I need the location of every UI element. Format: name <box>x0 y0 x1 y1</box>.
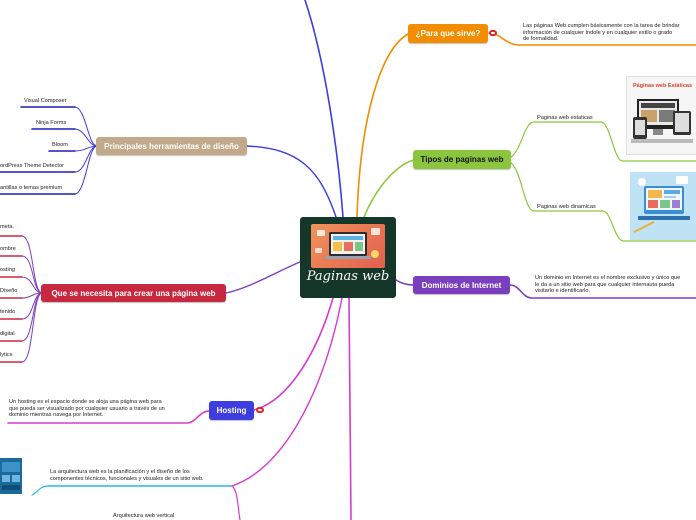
item-visual-composer[interactable]: Visual Composer <box>24 98 67 104</box>
topic-para-que-sirve[interactable]: ¿Para que sirve? <box>408 24 488 43</box>
item-analytics[interactable]: lytics <box>0 352 13 358</box>
topic-necesita-label: Que se necesita para crear una página we… <box>51 288 216 298</box>
topic-para-que-sirve-label: ¿Para que sirve? <box>415 29 481 38</box>
connector-bottom-topic <box>348 297 352 520</box>
topic-hosting[interactable]: Hosting <box>209 401 254 420</box>
topic-tipos-label: Tipos de paginas web <box>420 155 504 164</box>
item-ninja-forms[interactable]: Ninja Forms <box>36 120 67 126</box>
collapse-toggle-icon[interactable] <box>489 30 497 36</box>
central-topic[interactable]: Paginas web <box>300 217 396 298</box>
static-pages-thumbnail-caption: Páginas web Estáticas <box>633 83 692 89</box>
item-bloom[interactable]: Bloom <box>52 142 68 148</box>
item-nombre[interactable]: ombre <box>0 246 16 252</box>
item-arquitectura-vertical[interactable]: Arquitectura web vertical <box>113 513 175 519</box>
item-plantillas-premium[interactable]: antillas o temas premium <box>0 185 63 191</box>
connector-dominios <box>395 279 415 286</box>
item-contenido[interactable]: tenido <box>0 309 16 315</box>
connector-herramientas <box>245 145 337 218</box>
topic-dominios-internet[interactable]: Dominios de Internet <box>413 276 510 294</box>
topic-herramientas-label: Principales herramientas de diseño <box>104 141 239 151</box>
connector-hosting <box>253 297 334 411</box>
topic-dominios-label: Dominios de Internet <box>421 280 502 290</box>
architecture-thumbnail <box>0 458 22 494</box>
item-hosting[interactable]: osting <box>0 267 15 273</box>
para-que-description: Las páginas Web cumplen básicamente con … <box>523 23 680 43</box>
hosting-description: Un hosting es el espacio donde se aloja … <box>9 399 165 419</box>
web-design-laptop-icon <box>311 224 385 268</box>
connector-para-que <box>356 33 409 218</box>
dynamic-pages-thumbnail <box>630 172 696 240</box>
dominios-description: Un dominio en Internet es el nombre excl… <box>535 275 681 295</box>
item-theme-detector[interactable]: ordPress Theme Detector <box>0 163 64 169</box>
subtopic-paginas-dinamicas[interactable]: Paginas web dinamicas <box>537 204 596 210</box>
arquitectura-description: La arquitectura web es la planificación … <box>50 469 204 482</box>
topic-hosting-label: Hosting <box>216 406 247 415</box>
subtopic-paginas-estaticas[interactable]: Paginas web estaticas <box>537 115 593 121</box>
connector-top-topic <box>304 0 344 218</box>
item-meta[interactable]: meta. <box>0 224 14 230</box>
connector-necesita <box>225 261 301 294</box>
topic-herramientas-diseno[interactable]: Principales herramientas de diseño <box>96 137 247 155</box>
connector-tipos <box>363 159 415 218</box>
collapse-toggle-icon[interactable] <box>256 407 264 413</box>
topic-tipos-paginas-web[interactable]: Tipos de paginas web <box>413 150 511 169</box>
item-digital[interactable]: digital <box>0 331 15 337</box>
item-diseno[interactable]: Diseño <box>0 288 18 294</box>
topic-que-se-necesita[interactable]: Que se necesita para crear una página we… <box>41 284 226 302</box>
connector-arquitectura <box>231 297 343 487</box>
static-pages-thumbnail: Páginas web Estáticas <box>626 76 696 155</box>
central-topic-title: Paginas web <box>306 269 390 284</box>
